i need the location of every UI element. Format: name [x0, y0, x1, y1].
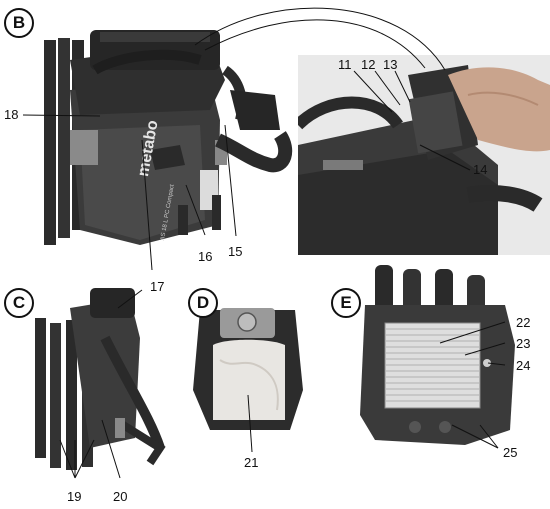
panel-label-b: B	[4, 8, 34, 38]
callout-18: 18	[4, 107, 19, 122]
callout-19: 19	[67, 489, 82, 504]
panel-label-c: C	[4, 288, 34, 318]
callout-16: 16	[198, 249, 213, 264]
callout-13: 13	[383, 57, 398, 72]
callout-25: 25	[503, 445, 518, 460]
callout-23: 23	[516, 336, 531, 351]
figure-b-vacuum: metabo AS 18 L PC Compact	[0, 0, 300, 270]
callout-22: 22	[516, 315, 531, 330]
callout-21: 21	[244, 455, 259, 470]
panel-label-d: D	[188, 288, 218, 318]
figure-e-flat-filter	[355, 265, 525, 450]
callout-11: 11	[338, 57, 352, 72]
figure-d-filter-bag	[185, 300, 310, 440]
callout-15: 15	[228, 244, 243, 259]
callout-17: 17	[150, 279, 165, 294]
panel-label-e: E	[331, 288, 361, 318]
callout-12: 12	[361, 57, 376, 72]
callout-14: 14	[473, 162, 488, 177]
callout-20: 20	[113, 489, 128, 504]
figure-b-battery-detail	[298, 55, 550, 255]
callout-24: 24	[516, 358, 531, 373]
